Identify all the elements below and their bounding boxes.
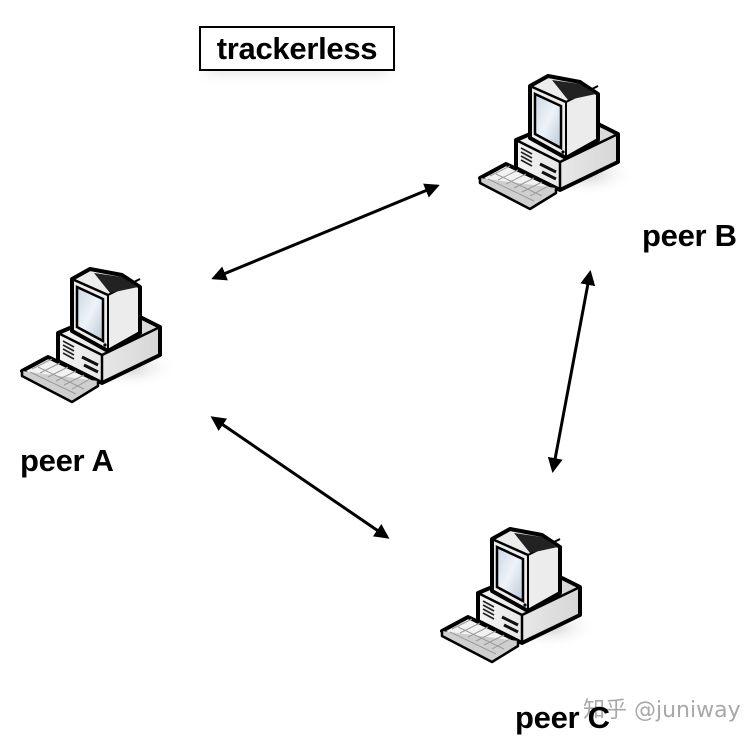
watermark: 知乎 @juniway bbox=[583, 698, 741, 723]
diagram-title-text: trackerless bbox=[216, 30, 378, 66]
peer-a-label: peer A bbox=[20, 443, 114, 478]
edge-peer-b-peer-c bbox=[547, 270, 596, 473]
peer-c-label: peer C bbox=[515, 700, 610, 735]
edge-peer-a-peer-c bbox=[210, 416, 390, 539]
edge-peer-a-peer-b bbox=[211, 183, 440, 281]
diagram-title: trackerless bbox=[199, 26, 395, 71]
peer-b-label: peer B bbox=[642, 218, 737, 253]
